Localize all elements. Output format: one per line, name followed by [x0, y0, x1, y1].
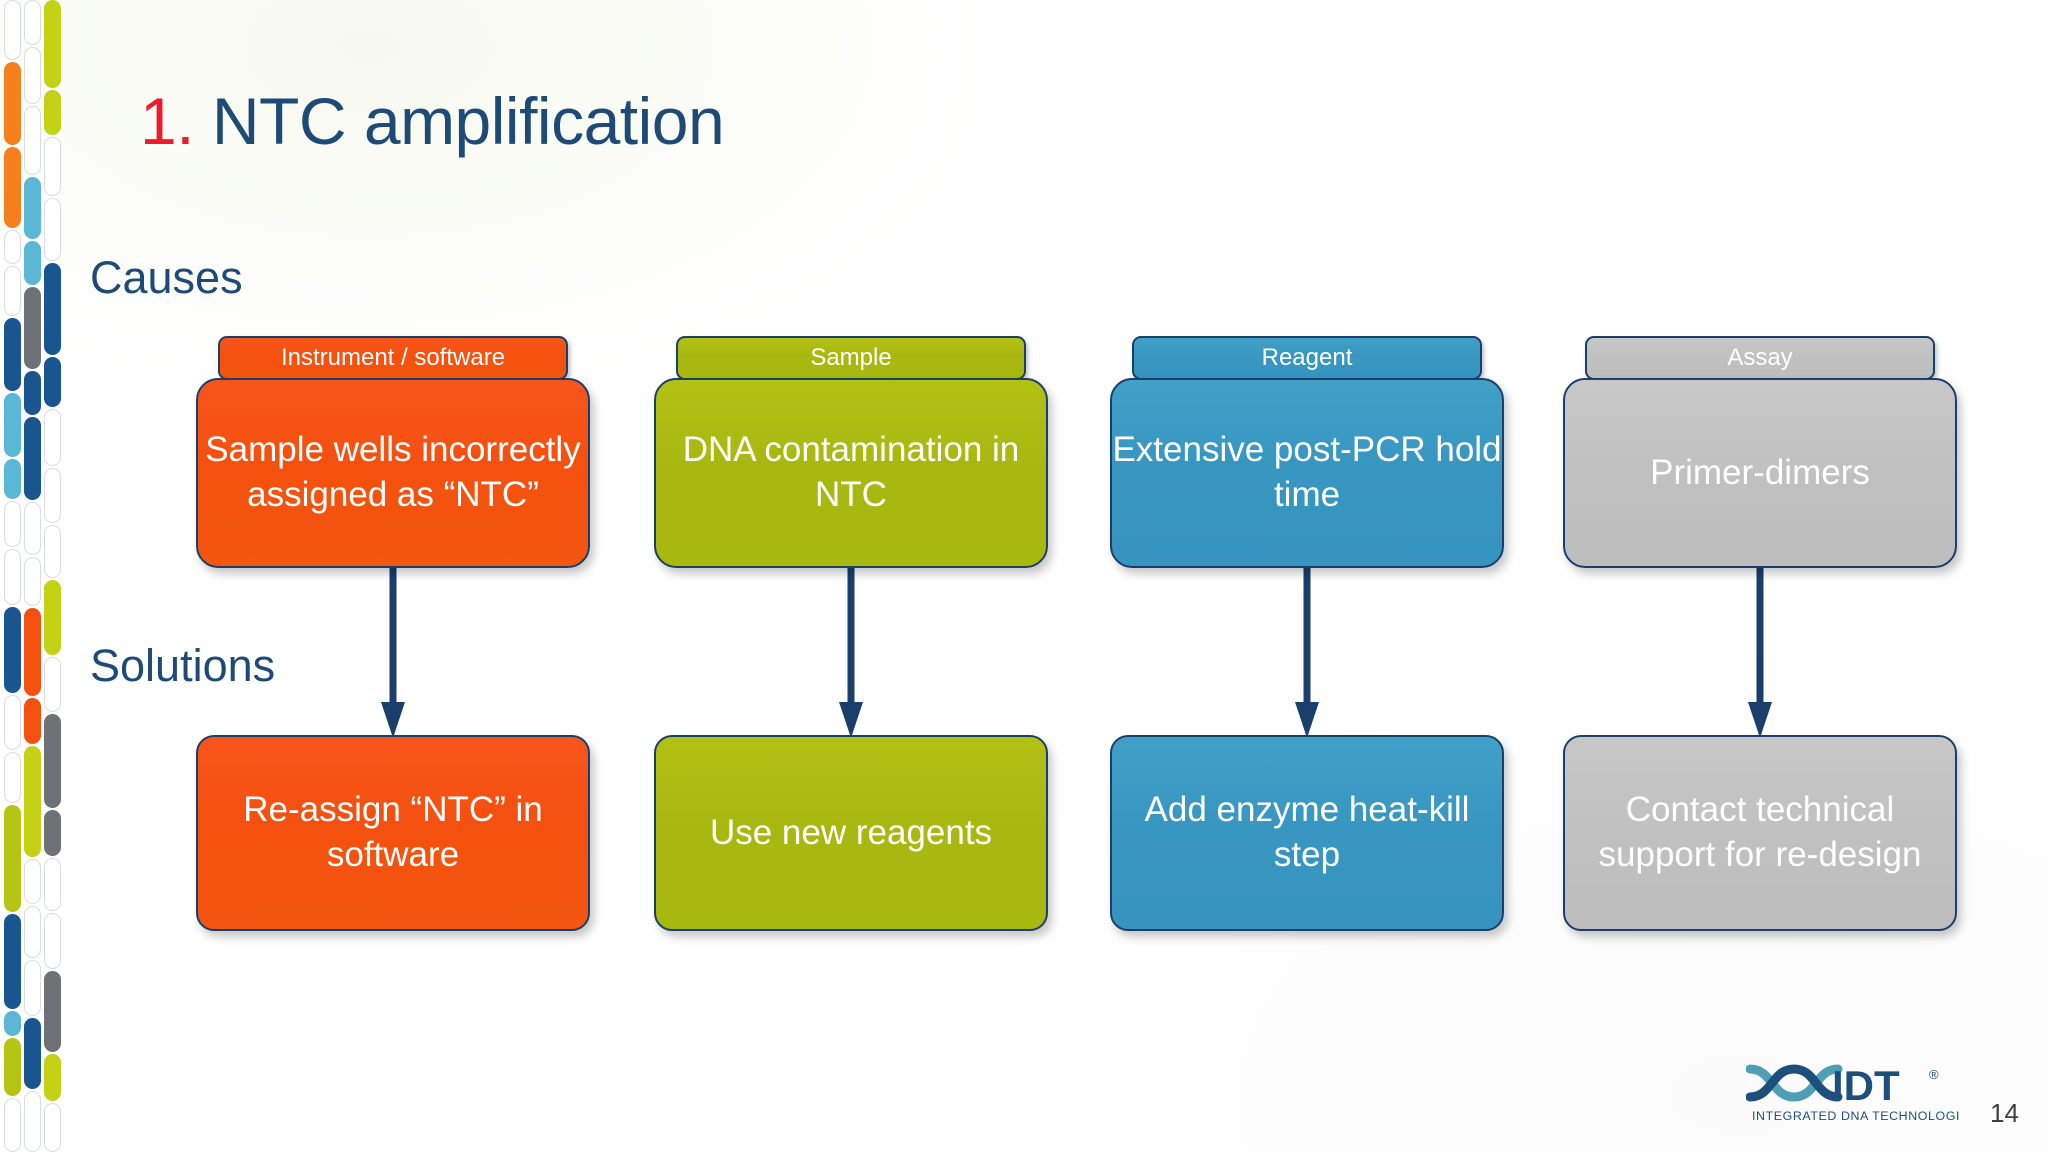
dna-capsule-empty: [24, 0, 41, 45]
dna-capsule-empty: [24, 46, 41, 104]
dna-capsule-empty: [24, 1090, 41, 1152]
dna-capsule-blue_dark: [4, 914, 21, 1010]
solution-box-assay[interactable]: Contact technical support for re-design: [1563, 735, 1957, 931]
dna-capsule-olive: [24, 745, 41, 857]
dna-capsule-blue_dark: [44, 262, 61, 356]
dna-capsule-empty: [4, 752, 21, 804]
dna-capsule-blue_dark: [44, 357, 61, 408]
category-chip-reagent[interactable]: Reagent: [1132, 336, 1482, 380]
dna-capsule-empty: [44, 197, 61, 261]
solution-box-instrument-software[interactable]: Re-assign “NTC” in software: [196, 735, 590, 931]
dna-capsule-blue_light: [24, 240, 41, 286]
idt-tagline: INTEGRATED DNA TECHNOLOGIES: [1752, 1109, 1961, 1123]
dna-capsule-empty: [44, 409, 61, 467]
dna-capsule-empty: [24, 556, 41, 607]
causes-section-label: Causes: [90, 252, 243, 303]
dna-capsule-blue_light: [4, 459, 21, 500]
dna-capsule-olive: [44, 579, 61, 655]
dna-capsule-blue_light: [4, 393, 21, 458]
dna-capsule-column-3: [44, 0, 61, 1152]
cause-box-assay[interactable]: Primer-dimers: [1563, 378, 1957, 568]
category-chip-sample[interactable]: Sample: [676, 336, 1026, 380]
dna-capsule-orange: [4, 146, 21, 228]
flow-arrow-1: [381, 566, 405, 738]
dna-capsule-empty: [44, 1103, 61, 1152]
dna-capsule-gray: [24, 287, 41, 369]
cause-box-reagent[interactable]: Extensive post-PCR hold time: [1110, 378, 1504, 568]
dna-capsule-empty: [44, 525, 61, 578]
flow-arrow-3: [1295, 566, 1319, 738]
dna-capsule-empty: [4, 549, 21, 606]
dna-capsule-empty: [44, 857, 61, 912]
dna-capsule-blue_light: [24, 176, 41, 239]
solution-box-reagent[interactable]: Add enzyme heat-kill step: [1110, 735, 1504, 931]
dna-capsule-column-2: [24, 0, 41, 1152]
dna-capsule-empty: [24, 858, 41, 904]
dna-capsule-empty: [44, 913, 61, 969]
dna-capsule-empty: [44, 468, 61, 524]
idt-registered-mark: ®: [1929, 1067, 1939, 1082]
cause-box-instrument-software[interactable]: Sample wells incorrectly assigned as “NT…: [196, 378, 590, 568]
dna-capsule-empty: [44, 137, 61, 196]
dna-capsule-olive: [44, 89, 61, 136]
page-number: 14: [1990, 1098, 2019, 1128]
dna-capsule-empty: [24, 905, 41, 959]
flow-arrow-4: [1748, 566, 1772, 738]
dna-capsule-empty: [44, 656, 61, 713]
idt-wordmark: IDT: [1832, 1062, 1900, 1109]
dna-capsule-orange_red: [24, 608, 41, 696]
dna-capsule-orange_red: [24, 697, 41, 744]
dna-capsule-empty: [4, 266, 21, 316]
dna-capsule-orange: [4, 62, 21, 145]
dna-capsule-empty: [4, 0, 21, 61]
page-title: 1. NTC amplification: [140, 88, 725, 154]
title-text: NTC amplification: [211, 84, 725, 158]
dna-capsule-blue_dark: [24, 1017, 41, 1089]
dna-capsule-olive_dark: [4, 805, 21, 913]
dna-capsule-empty: [4, 501, 21, 548]
dna-capsule-column-1: [4, 0, 21, 1152]
dna-capsule-gray: [44, 714, 61, 809]
dna-capsule-blue_light: [4, 1011, 21, 1036]
dna-capsule-blue_dark: [4, 607, 21, 693]
dna-capsule-olive: [44, 0, 61, 88]
flow-arrow-2: [839, 566, 863, 738]
dna-capsule-empty: [4, 229, 21, 265]
dna-capsule-empty: [4, 694, 21, 751]
cause-box-sample[interactable]: DNA contamination in NTC: [654, 378, 1048, 568]
idt-logo: IDT ® INTEGRATED DNA TECHNOLOGIES: [1746, 1062, 1961, 1123]
dna-capsule-empty: [24, 502, 41, 555]
solution-box-sample[interactable]: Use new reagents: [654, 735, 1048, 931]
dna-capsule-empty: [24, 960, 41, 1016]
dna-capsule-olive_dark: [4, 1037, 21, 1096]
title-number: 1.: [140, 84, 195, 158]
category-chip-instrument-software[interactable]: Instrument / software: [218, 336, 568, 380]
dna-capsule-empty: [24, 105, 41, 175]
dna-capsule-gray: [44, 810, 61, 856]
dna-capsule-blue_dark: [24, 370, 41, 416]
dna-capsule-band: [0, 0, 62, 1152]
dna-capsule-olive: [44, 1053, 61, 1101]
dna-capsule-blue_dark: [24, 417, 41, 501]
dna-capsule-gray: [44, 970, 61, 1052]
solutions-section-label: Solutions: [90, 640, 276, 691]
category-chip-assay[interactable]: Assay: [1585, 336, 1935, 380]
dna-capsule-empty: [4, 1097, 21, 1152]
dna-capsule-blue_dark: [4, 317, 21, 391]
